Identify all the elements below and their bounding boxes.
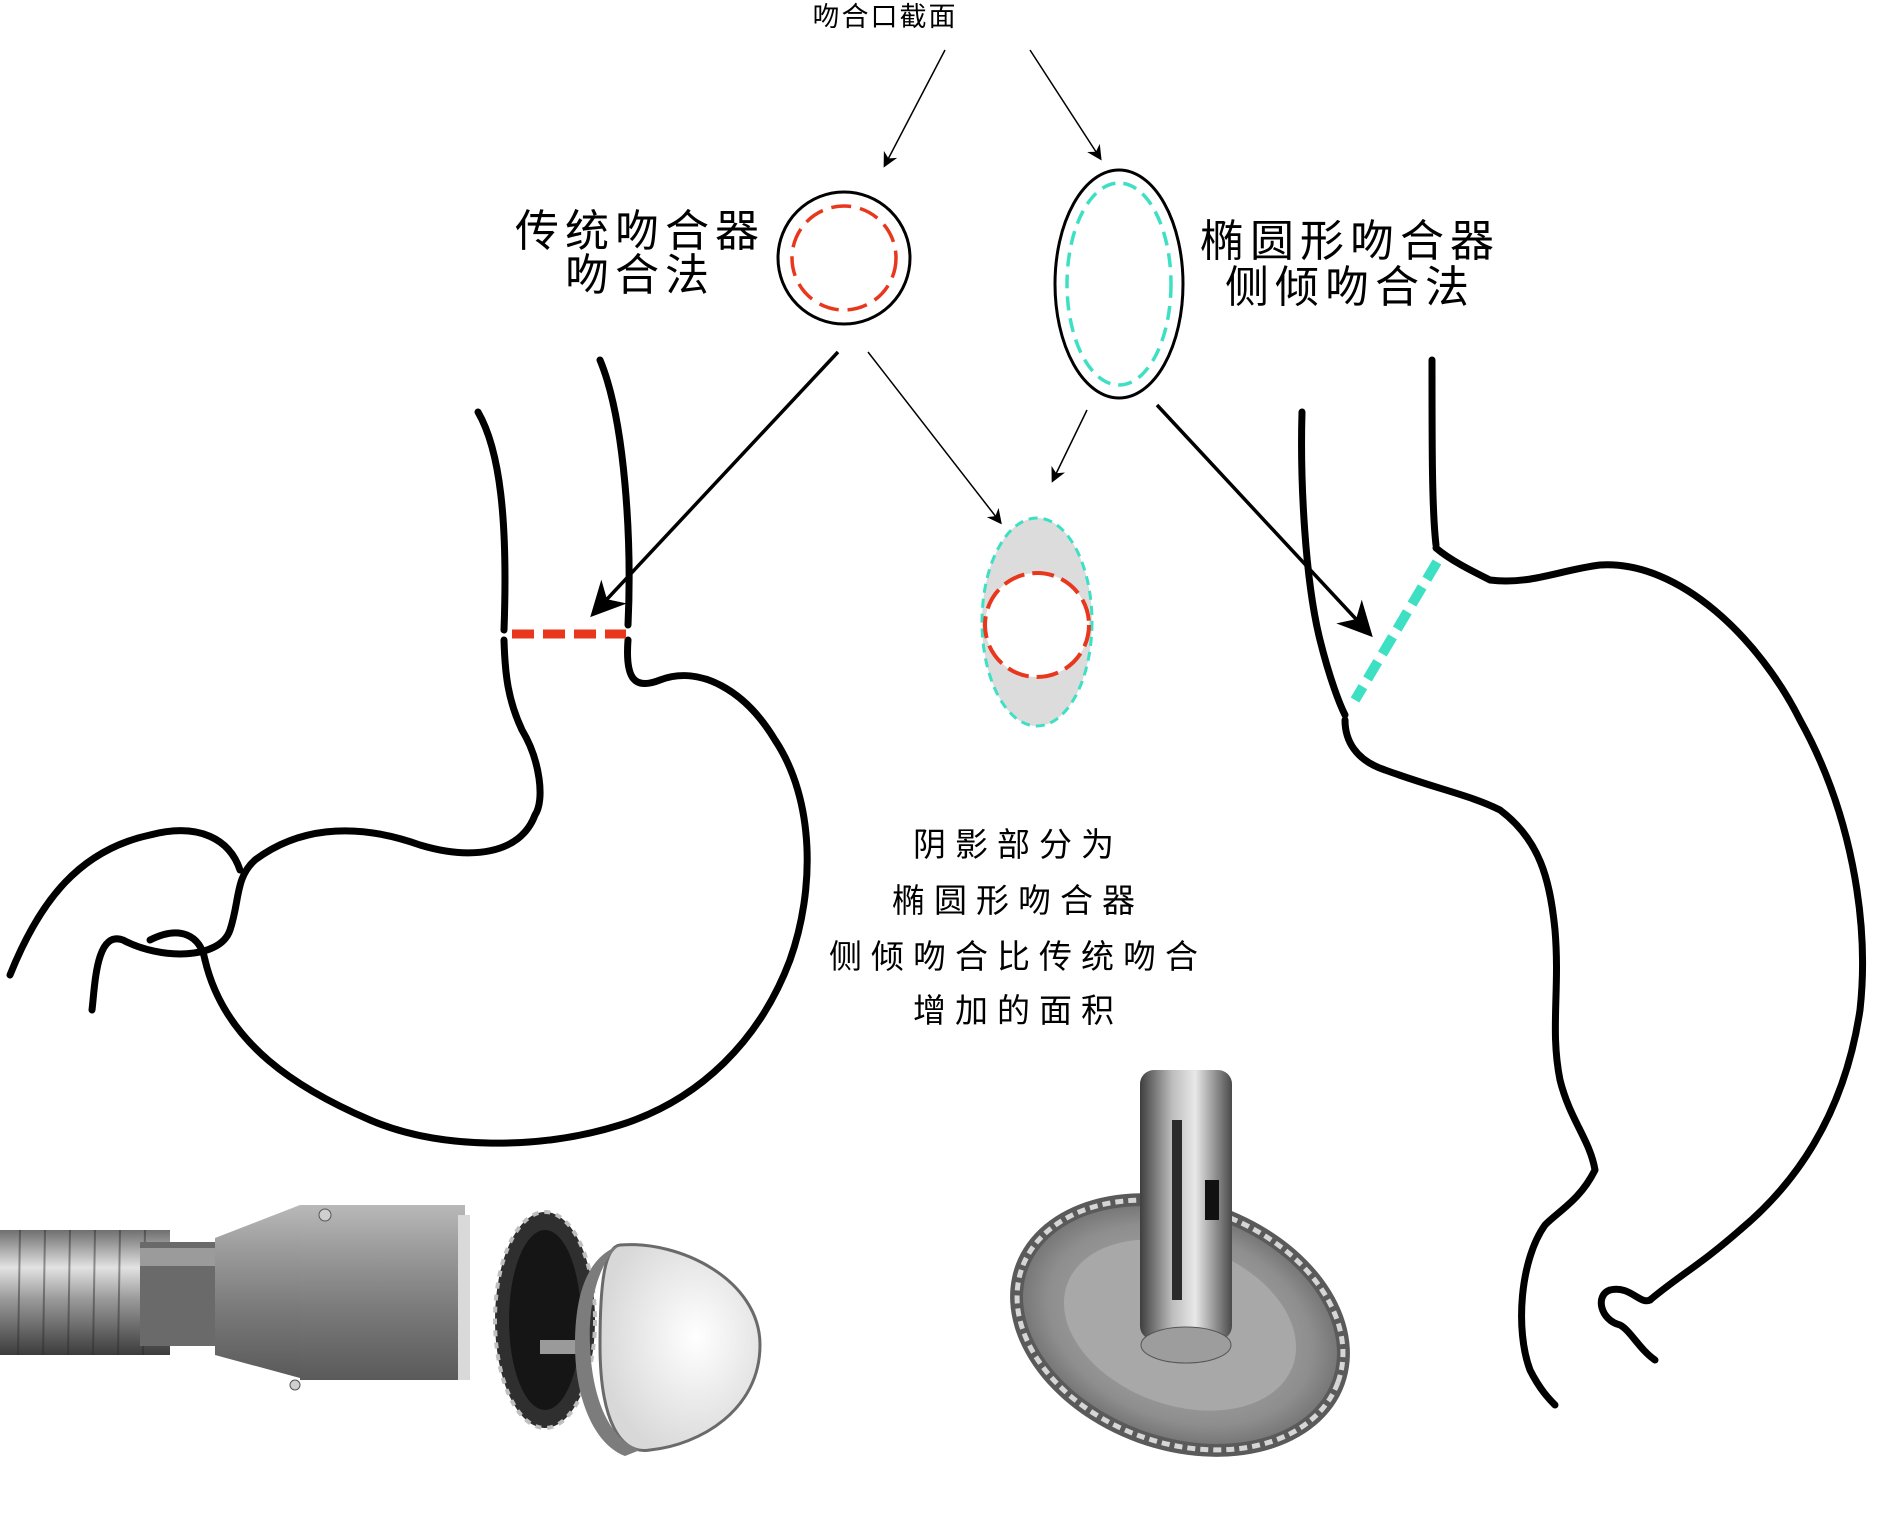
oval-cross-section — [1053, 168, 1185, 400]
shaded-note-line3: 侧倾吻合比传统吻合 — [829, 937, 1207, 976]
arrow-to-circle — [883, 49, 946, 168]
arrow-circle-to-comparison — [867, 351, 1002, 525]
oval-anastomosis-line — [1350, 559, 1442, 703]
left-stomach-outline — [6, 356, 811, 1147]
arrow-oval-to-comparison — [1051, 409, 1088, 483]
traditional-label-line2: 吻合法 — [565, 250, 715, 301]
arrow-to-left-stomach — [590, 350, 840, 618]
traditional-cross-section — [776, 190, 912, 326]
arrow-to-oval — [1029, 49, 1102, 161]
oval-label-line1: 椭圆形吻合器 — [1200, 216, 1500, 267]
shaded-note-line4: 增加的面积 — [913, 991, 1123, 1030]
shaded-note-line1: 阴影部分为 — [913, 825, 1123, 864]
circular-stapler-photo — [0, 1205, 762, 1456]
shaded-note-line2: 椭圆形吻合器 — [892, 881, 1144, 920]
area-comparison-figure — [980, 516, 1094, 728]
arrow-to-right-stomach — [1155, 403, 1373, 638]
oval-stapler-photo — [1010, 1070, 1350, 1457]
right-stomach-outline — [1298, 356, 1866, 1409]
oval-label-line2: 侧倾吻合法 — [1225, 262, 1475, 313]
cross-section-label: 吻合口截面 — [813, 2, 958, 33]
traditional-label-line1: 传统吻合器 — [515, 206, 765, 257]
